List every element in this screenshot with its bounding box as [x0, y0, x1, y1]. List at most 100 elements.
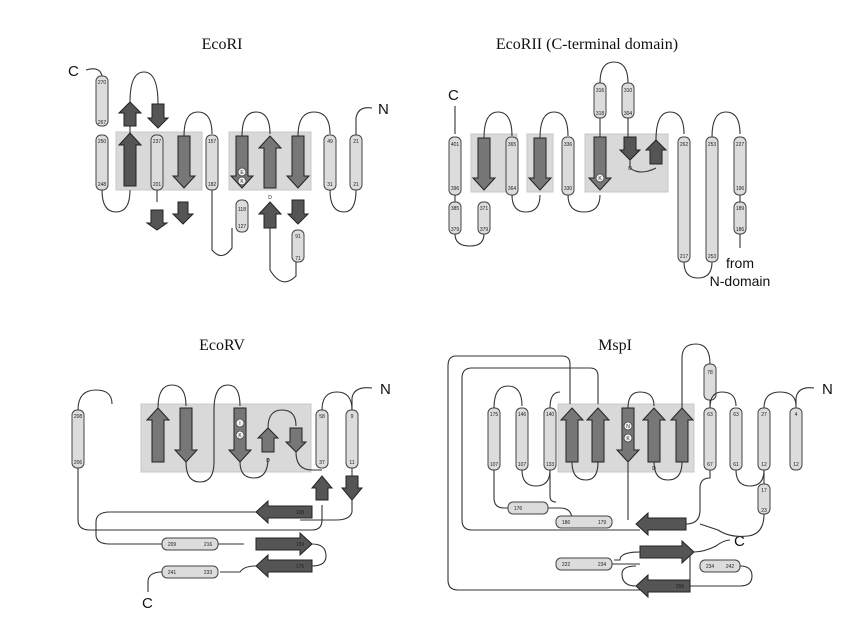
- residue-letter: I: [239, 421, 240, 427]
- panel-ecori: EcoRI C N: [68, 36, 389, 283]
- active-site-marker: [595, 173, 605, 183]
- residue-number: 108: [296, 510, 305, 516]
- residue-letter: K: [598, 176, 602, 182]
- loop: [101, 189, 131, 213]
- loop: [493, 470, 510, 509]
- panel-title-ecori: EcoRI: [202, 36, 243, 53]
- helix: [705, 136, 719, 263]
- residue-number: 17: [761, 488, 767, 494]
- strand: [669, 407, 695, 463]
- loop: [461, 367, 640, 531]
- strand: [145, 209, 169, 231]
- residue-number: 217: [680, 254, 689, 260]
- residue-number: 159: [296, 542, 305, 548]
- loop: [621, 565, 637, 587]
- residue-number: 222: [562, 562, 571, 568]
- loop: [77, 389, 113, 411]
- active-site-marker: [237, 176, 247, 186]
- helix: [95, 75, 109, 127]
- residue-letter: D: [266, 458, 270, 464]
- strand: [585, 407, 611, 463]
- residue-number: 189: [736, 206, 745, 212]
- loop: [85, 68, 103, 77]
- loop: [239, 457, 269, 479]
- loop: [213, 384, 241, 462]
- residue-number: 267: [98, 120, 107, 126]
- strand: [146, 103, 170, 129]
- loop: [521, 469, 551, 487]
- panel-title-mspi: MspI: [598, 337, 632, 354]
- strand: [285, 135, 311, 189]
- residue-number: 91: [295, 234, 301, 240]
- loop: [683, 261, 713, 279]
- loop: [147, 571, 163, 592]
- loop: [690, 565, 753, 587]
- residue-number: 4: [795, 412, 798, 418]
- active-site-marker: [623, 421, 633, 431]
- residue-number: 262: [680, 142, 689, 148]
- strand: [117, 132, 143, 187]
- c-terminus-label: C: [448, 87, 459, 104]
- strand: [635, 511, 687, 537]
- loop: [614, 551, 641, 561]
- residue-number: 175: [296, 564, 305, 570]
- residue-number: 11: [349, 460, 354, 466]
- strand: [145, 407, 171, 463]
- residue-number: 304: [624, 111, 633, 117]
- strand: [286, 199, 310, 225]
- loop: [321, 391, 353, 411]
- residue-number: 270: [98, 80, 107, 86]
- loop: [220, 565, 257, 573]
- active-site-marker: [235, 418, 245, 428]
- residue-number: 133: [546, 462, 555, 468]
- residue-number: 49: [327, 139, 333, 145]
- loop: [685, 470, 711, 525]
- c-terminus-label: C: [142, 595, 153, 612]
- loop: [300, 500, 353, 521]
- strand: [587, 136, 613, 191]
- residue-number: 371: [480, 206, 489, 212]
- residue-number: 248: [98, 182, 107, 188]
- panel-ecorii: EcoRII (C-terminal domain) C: [448, 36, 770, 289]
- residue-number: 233: [204, 570, 213, 576]
- residue-number: 201: [153, 182, 162, 188]
- strand: [255, 553, 313, 579]
- residue-letter: E: [240, 170, 244, 176]
- panel-title-ecorii: EcoRII (C-terminal domain): [496, 36, 678, 53]
- panel-title-ecorv: EcoRV: [199, 337, 245, 354]
- residue-number: 241: [168, 570, 177, 576]
- strand: [635, 573, 691, 599]
- loop: [211, 190, 233, 257]
- strand: [171, 201, 195, 225]
- strand: [256, 427, 280, 453]
- residue-number: 379: [480, 227, 489, 233]
- residue-number: 196: [736, 186, 745, 192]
- loop: [295, 451, 322, 471]
- residue-number: 318: [596, 111, 605, 117]
- loop: [157, 384, 187, 409]
- residue-number: 37: [319, 460, 325, 466]
- residue-number: 179: [598, 520, 607, 526]
- residue-number: 209: [168, 542, 177, 548]
- residue-number: 364: [508, 186, 517, 192]
- loop: [129, 71, 159, 105]
- residue-number: 237: [153, 139, 162, 145]
- residue-number: 12: [761, 462, 767, 468]
- residue-number: 227: [736, 142, 745, 148]
- strand: [173, 407, 199, 463]
- residue-number: 27: [761, 412, 767, 418]
- loop: [735, 469, 765, 487]
- strand: [255, 531, 313, 557]
- strand: [340, 475, 364, 501]
- residue-number: 253: [708, 142, 717, 148]
- loop: [241, 111, 271, 137]
- residue-number: 146: [518, 412, 527, 418]
- residue-number: 365: [508, 142, 517, 148]
- strand: [641, 407, 667, 463]
- residue-number: 23: [761, 508, 767, 514]
- residue-number: 58: [319, 414, 325, 420]
- residue-number: 401: [451, 142, 460, 148]
- loop: [267, 409, 297, 429]
- residue-number: 9: [351, 414, 354, 420]
- strand: [471, 137, 497, 191]
